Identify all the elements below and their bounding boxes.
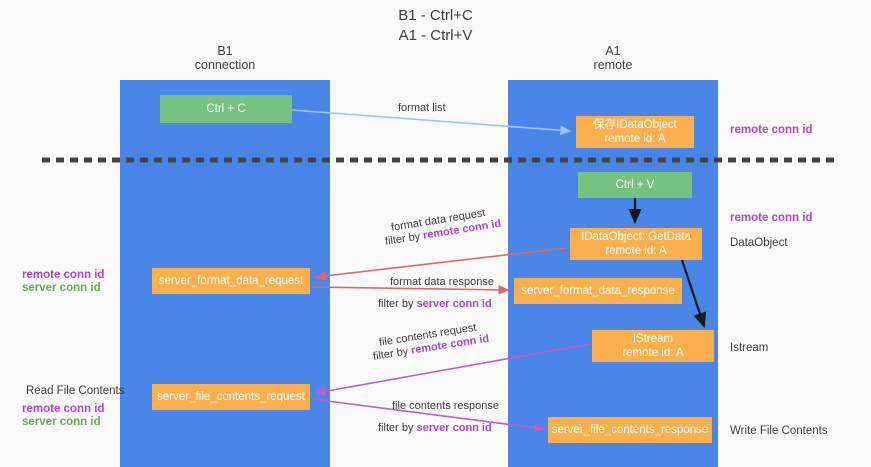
filter-prefix: filter by bbox=[378, 422, 417, 434]
node-ctrl-v-label: Ctrl + V bbox=[615, 179, 655, 191]
swimlane-header-a1-name: A1 bbox=[605, 44, 621, 58]
node-server-format-data-request-label: server_format_data_request bbox=[158, 275, 304, 287]
edge-label-format-data-response-filter: filter by server conn id bbox=[378, 297, 492, 311]
annotation-read-file-contents: Read File Contents bbox=[26, 385, 125, 397]
diagram-title: B1 - Ctrl+C A1 - Ctrl+V bbox=[398, 7, 473, 44]
filter-prefix: filter by bbox=[372, 344, 413, 363]
node-istream-sub: remote id: A bbox=[622, 347, 684, 359]
filter-prefix: filter by bbox=[384, 229, 425, 248]
filter-prefix: filter by bbox=[378, 298, 417, 310]
node-ctrl-v[interactable]: Ctrl + V bbox=[578, 172, 692, 198]
node-idataobject-getdata[interactable]: IDataObject::GetData remote id: A bbox=[570, 228, 702, 260]
annotation-left-server-conn-id-2: server conn id bbox=[22, 416, 101, 428]
node-server-file-contents-request[interactable]: server_file_contents_request bbox=[152, 384, 310, 410]
annotation-remote-conn-id-mid: remote conn id bbox=[730, 212, 813, 224]
node-server-file-contents-request-label: server_file_contents_request bbox=[157, 391, 305, 403]
node-save-idataobject-label: 保存IDataObject bbox=[593, 119, 677, 131]
node-server-format-data-response-label: server_format_data_response bbox=[521, 285, 675, 297]
edge-label-format-list: format list bbox=[398, 102, 446, 114]
annotation-remote-conn-id-top: remote conn id bbox=[730, 124, 813, 136]
node-save-idataobject-sub: remote id: A bbox=[604, 133, 666, 145]
swimlane-header-b1-role: connection bbox=[194, 58, 256, 72]
swimlane-header-a1: A1 remote bbox=[508, 44, 718, 72]
node-save-idataobject[interactable]: 保存IDataObject remote id: A bbox=[576, 116, 694, 148]
annotation-left-remote-conn-id-1: remote conn id bbox=[22, 269, 105, 281]
node-idataobject-getdata-sub: remote id: A bbox=[605, 245, 667, 257]
edge-label-file-contents-response-filter: filter by server conn id bbox=[378, 421, 492, 435]
node-istream-label: IStream bbox=[632, 333, 674, 345]
edge-label-format-data-response: format data response bbox=[390, 276, 494, 288]
node-idataobject-getdata-label: IDataObject::GetData bbox=[581, 231, 691, 243]
swimlane-header-b1-name: B1 bbox=[217, 44, 233, 58]
filter-key-server-conn-id: server conn id bbox=[416, 422, 492, 434]
node-server-file-contents-response-label: server_file_contents_response bbox=[551, 424, 709, 436]
node-ctrl-c[interactable]: Ctrl + C bbox=[160, 95, 292, 123]
annotation-dataobject: DataObject bbox=[730, 237, 788, 249]
node-ctrl-c-label: Ctrl + C bbox=[206, 103, 246, 115]
node-istream[interactable]: IStream remote id: A bbox=[592, 330, 714, 362]
annotation-left-server-conn-id-1: server conn id bbox=[22, 282, 101, 294]
node-server-file-contents-response[interactable]: server_file_contents_response bbox=[548, 417, 712, 443]
annotation-left-remote-conn-id-2: remote conn id bbox=[22, 403, 105, 415]
node-server-format-data-request[interactable]: server_format_data_request bbox=[152, 268, 310, 294]
annotation-write-file-contents: Write File Contents bbox=[730, 425, 828, 437]
filter-key-server-conn-id: server conn id bbox=[416, 298, 492, 310]
swimlane-header-a1-role: remote bbox=[593, 58, 633, 72]
annotation-istream: Istream bbox=[730, 342, 769, 354]
edge-label-file-contents-response: file contents response bbox=[392, 400, 500, 412]
swimlane-header-b1: B1 connection bbox=[120, 44, 330, 72]
node-server-format-data-response[interactable]: server_format_data_response bbox=[514, 278, 682, 304]
